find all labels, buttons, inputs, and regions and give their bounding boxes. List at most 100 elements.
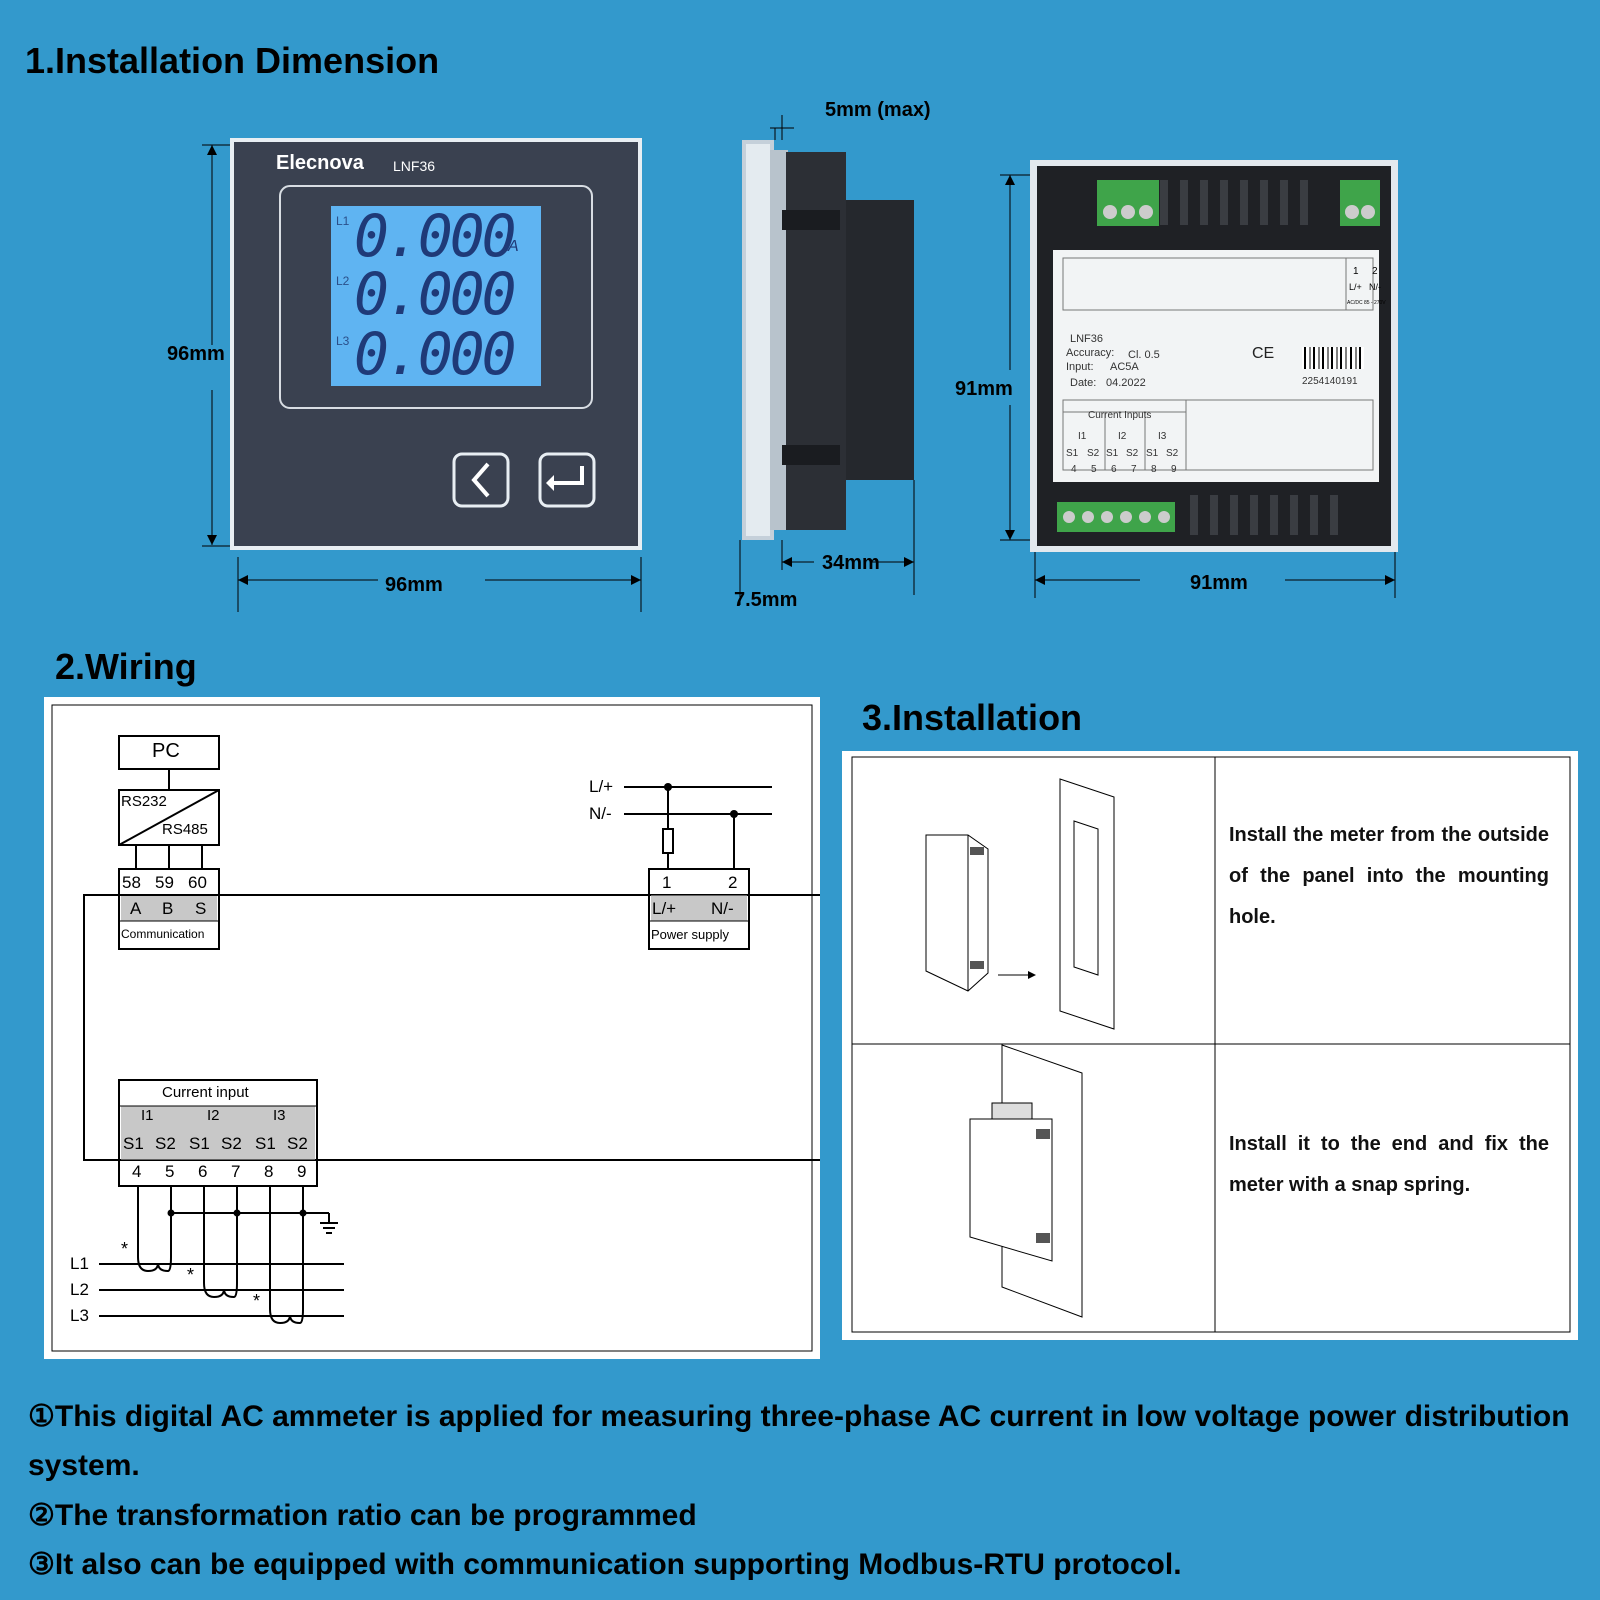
back-s-label: S2 <box>1166 448 1179 459</box>
back-phase-label: I1 <box>1078 431 1087 442</box>
back-s-label: S1 <box>1066 448 1079 459</box>
dimension-section-title: 1.Installation Dimension <box>25 40 440 81</box>
back-number: 4 <box>1071 464 1077 475</box>
back-phase-label: I2 <box>1118 431 1127 442</box>
serial-number: 2254140191 <box>1302 376 1358 387</box>
enter-button-icon <box>538 452 596 508</box>
phase-label: I3 <box>273 1107 286 1124</box>
accuracy-value: Cl. 0.5 <box>1128 349 1160 361</box>
lcd-value: 0.000 <box>354 260 517 328</box>
lcd-row-label: L1 <box>336 214 350 228</box>
back-number: 8 <box>1151 464 1157 475</box>
note-2: ②The transformation ratio can be program… <box>28 1499 697 1532</box>
s-label: S1 <box>123 1134 144 1153</box>
input-label: Input: <box>1066 361 1094 373</box>
installation-table: Install the meter from the outside of th… <box>842 751 1578 1340</box>
back-term-2: 2 <box>1372 266 1378 277</box>
polarity-star: * <box>121 1239 129 1259</box>
comm-letter: S <box>195 899 207 918</box>
s-label: S2 <box>155 1134 176 1153</box>
s-label: S1 <box>189 1134 210 1153</box>
back-height-label: 91mm <box>955 378 1013 400</box>
depth-label: 34mm <box>822 552 880 574</box>
installation-grid <box>851 756 1571 1333</box>
back-button-icon <box>452 452 510 508</box>
comm-terminal <box>1097 180 1159 226</box>
rs485-label: RS485 <box>162 821 208 838</box>
terminal-number: 8 <box>264 1162 274 1181</box>
back-number: 5 <box>1091 464 1097 475</box>
back-model: LNF36 <box>1070 333 1104 345</box>
back-phase-label: I3 <box>1158 431 1167 442</box>
communication-label: Communication <box>121 927 205 941</box>
back-number: 9 <box>1171 464 1177 475</box>
install-step2-text: Install it to the end and fix the meter … <box>1229 1133 1549 1196</box>
lcd-value: 0.000 <box>354 202 517 270</box>
back-number: 7 <box>1131 464 1137 475</box>
back-term-1: 1 <box>1353 266 1359 277</box>
side-body <box>786 152 846 530</box>
comm-number: 59 <box>155 873 174 892</box>
ps-number: 1 <box>662 873 672 892</box>
installation-section-title: 3.Installation <box>862 697 1083 738</box>
bezel-max-label: 5mm (max) <box>825 99 931 121</box>
install-step1-text: Install the meter from the outside of th… <box>1229 824 1549 928</box>
rs232-label: RS232 <box>121 793 167 810</box>
current-inputs-label: Current Inputs <box>1088 410 1152 421</box>
ps-terminal: N/- <box>711 899 734 918</box>
polarity-star: * <box>253 1291 261 1311</box>
ps-terminal: L/+ <box>652 899 677 918</box>
front-height-label: 96mm <box>167 343 225 365</box>
wiring-section-title: 2.Wiring <box>55 646 197 687</box>
line-l-label: L/+ <box>589 777 614 796</box>
s-label: S1 <box>255 1134 276 1153</box>
back-view-drawing <box>1000 160 1398 598</box>
pc-label: PC <box>152 740 180 762</box>
s-label: S2 <box>287 1134 308 1153</box>
input-value: AC5A <box>1110 361 1139 373</box>
side-view-drawing <box>739 115 915 605</box>
date-label: Date: <box>1070 377 1097 389</box>
back-s-label: S1 <box>1146 448 1159 459</box>
front-view-drawing <box>202 138 642 612</box>
meter-model: LNF36 <box>393 158 436 174</box>
power-terminal <box>1340 180 1380 226</box>
ce-mark: CE <box>1252 345 1275 362</box>
terminal-number: 7 <box>231 1162 241 1181</box>
terminal-number: 5 <box>165 1162 175 1181</box>
s-label: S2 <box>221 1134 242 1153</box>
back-s-label: S1 <box>1106 448 1119 459</box>
terminal-number: 9 <box>297 1162 307 1181</box>
current-input-label: Current input <box>162 1084 249 1101</box>
ps-number: 2 <box>728 873 738 892</box>
lcd-value: 0.000 <box>354 320 517 388</box>
back-s-label: S2 <box>1126 448 1139 459</box>
front-width-label: 96mm <box>385 574 443 596</box>
brand-logo: Elecnova <box>276 152 364 174</box>
phase-label: I1 <box>141 1107 154 1124</box>
comm-number: 60 <box>188 873 207 892</box>
comm-letter: A <box>130 899 142 918</box>
supply-range: AC/DC 85 - 270V <box>1347 300 1386 306</box>
note-1: ①This digital AC ammeter is applied for … <box>28 1400 1570 1482</box>
terminal-number: 4 <box>132 1162 142 1181</box>
comm-number: 58 <box>122 873 141 892</box>
lcd-row-label: L2 <box>336 274 350 288</box>
polarity-star: * <box>187 1265 195 1285</box>
back-term-l: L/+ <box>1349 282 1362 292</box>
back-s-label: S2 <box>1087 448 1100 459</box>
back-term-n: N/- <box>1369 282 1381 292</box>
terminal-number: 6 <box>198 1162 208 1181</box>
front-depth-label: 7.5mm <box>734 589 798 611</box>
back-number: 6 <box>1111 464 1117 475</box>
line-label: L2 <box>70 1280 89 1299</box>
phase-label: I2 <box>207 1107 220 1124</box>
comm-letter: B <box>162 899 174 918</box>
lcd-unit: A <box>508 238 519 255</box>
lcd-row-label: L3 <box>336 334 350 348</box>
line-n-label: N/- <box>589 804 612 823</box>
line-label: L3 <box>70 1306 89 1325</box>
power-supply-label: Power supply <box>651 927 730 942</box>
note-3: ③It also can be equipped with communicat… <box>28 1548 1182 1581</box>
wiring-lines <box>51 704 820 1352</box>
